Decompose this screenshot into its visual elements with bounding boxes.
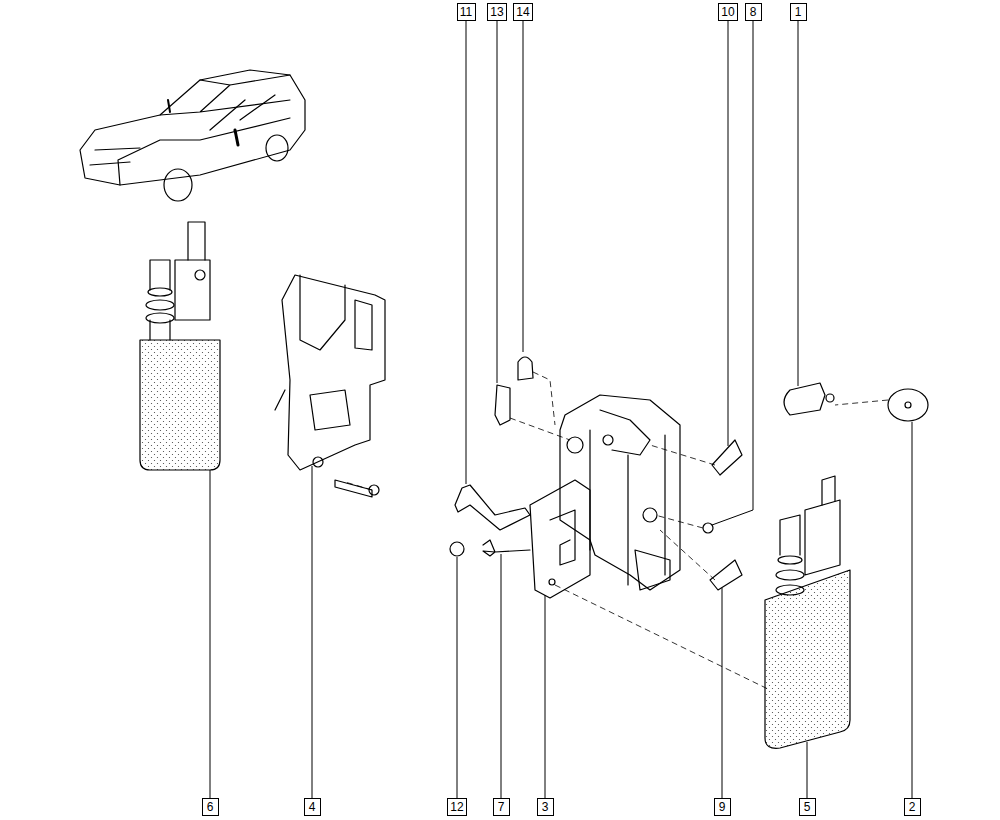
callout-number: 9 [714,798,731,816]
clip-upper [712,440,742,475]
callout-number: 7 [493,798,510,816]
seal-washer [888,389,928,421]
lock-left [275,275,385,497]
lock-assembly [560,395,680,590]
callout-number: 5 [799,798,816,816]
callout-number: 1 [790,3,807,21]
clip-lower [710,560,742,590]
callout-number: 2 [904,798,921,816]
actuator-right [765,476,850,748]
callout-number: 11 [457,3,476,21]
washer [703,523,713,533]
nut [450,542,464,556]
lock-cylinder [784,383,825,415]
callout-number: 3 [537,798,554,816]
callout-number: 4 [304,798,321,816]
leader-line [210,20,912,798]
mounting-plate [530,480,590,598]
callout-number: 14 [513,3,533,21]
clip [495,385,510,425]
lever [455,485,530,530]
callout-number: 13 [487,3,507,21]
callout-number: 10 [718,3,738,21]
callout-number: 12 [447,798,467,816]
actuator-left [140,222,220,470]
screw [483,540,530,556]
assembly-line [345,372,888,690]
cap [518,357,533,380]
callout-number: 6 [202,798,219,816]
callout-number: 8 [745,3,762,21]
car-sketch [80,70,305,201]
